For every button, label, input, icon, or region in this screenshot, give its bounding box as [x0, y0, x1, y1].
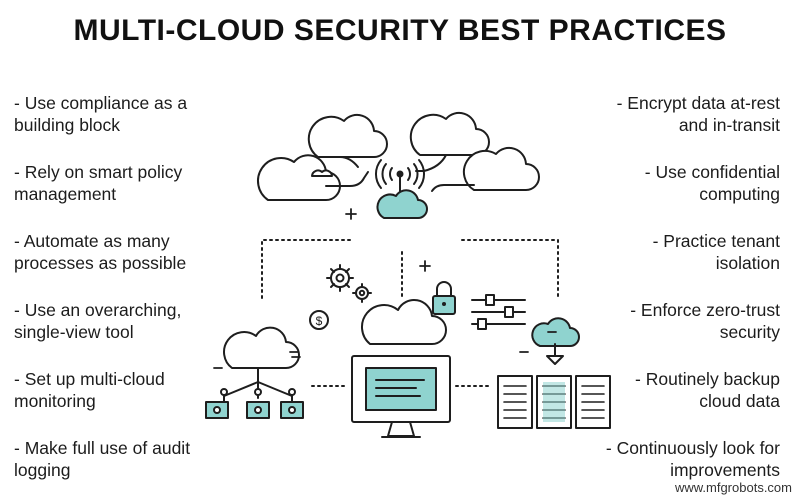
gear-icon: [326, 264, 354, 292]
page-title: MULTI-CLOUD SECURITY BEST PRACTICES: [73, 14, 727, 47]
cloud-icon: [311, 169, 333, 177]
watermark: www.mfgrobots.com: [674, 480, 792, 495]
practice-item: - Use compliance as a building block: [14, 93, 188, 135]
cloud-icon: [462, 146, 540, 191]
practice-item: - Encrypt data at-rest and in-transit: [616, 93, 780, 135]
cloud-icon: [409, 111, 490, 156]
dollar-icon: $: [309, 310, 329, 330]
practice-item: - Set up multi-cloud monitoring: [14, 369, 165, 411]
monitor-icon: [351, 355, 451, 438]
svg-text:$: $: [316, 314, 323, 328]
practice-item: - Automate as many processes as possible: [14, 231, 187, 273]
cloud-icon: [376, 189, 428, 219]
network-nodes-icon: [205, 326, 304, 419]
server-rack-icon: [497, 375, 611, 429]
practice-item: - Practice tenant isolation: [652, 231, 780, 273]
cloud-download-icon: [531, 317, 580, 365]
gear-icon: [352, 283, 372, 303]
practice-item: - Enforce zero-trust security: [630, 300, 780, 342]
sliders-icon: [471, 294, 526, 330]
practice-item: - Rely on smart policy management: [14, 162, 183, 204]
cloud-icon: [360, 299, 447, 345]
practice-item: - Routinely backup cloud data: [635, 369, 780, 411]
practice-item: - Make full use of audit logging: [14, 438, 191, 480]
wifi-antenna-icon: [374, 159, 426, 193]
practice-item: - Use confidential computing: [644, 162, 780, 204]
cloud-icon: [256, 154, 341, 201]
lock-icon: [432, 281, 456, 315]
cloud-icon: [307, 113, 388, 158]
practice-item: - Use an overarching, single-view tool: [14, 300, 182, 342]
practice-item: - Continuously look for improvements: [605, 438, 780, 480]
